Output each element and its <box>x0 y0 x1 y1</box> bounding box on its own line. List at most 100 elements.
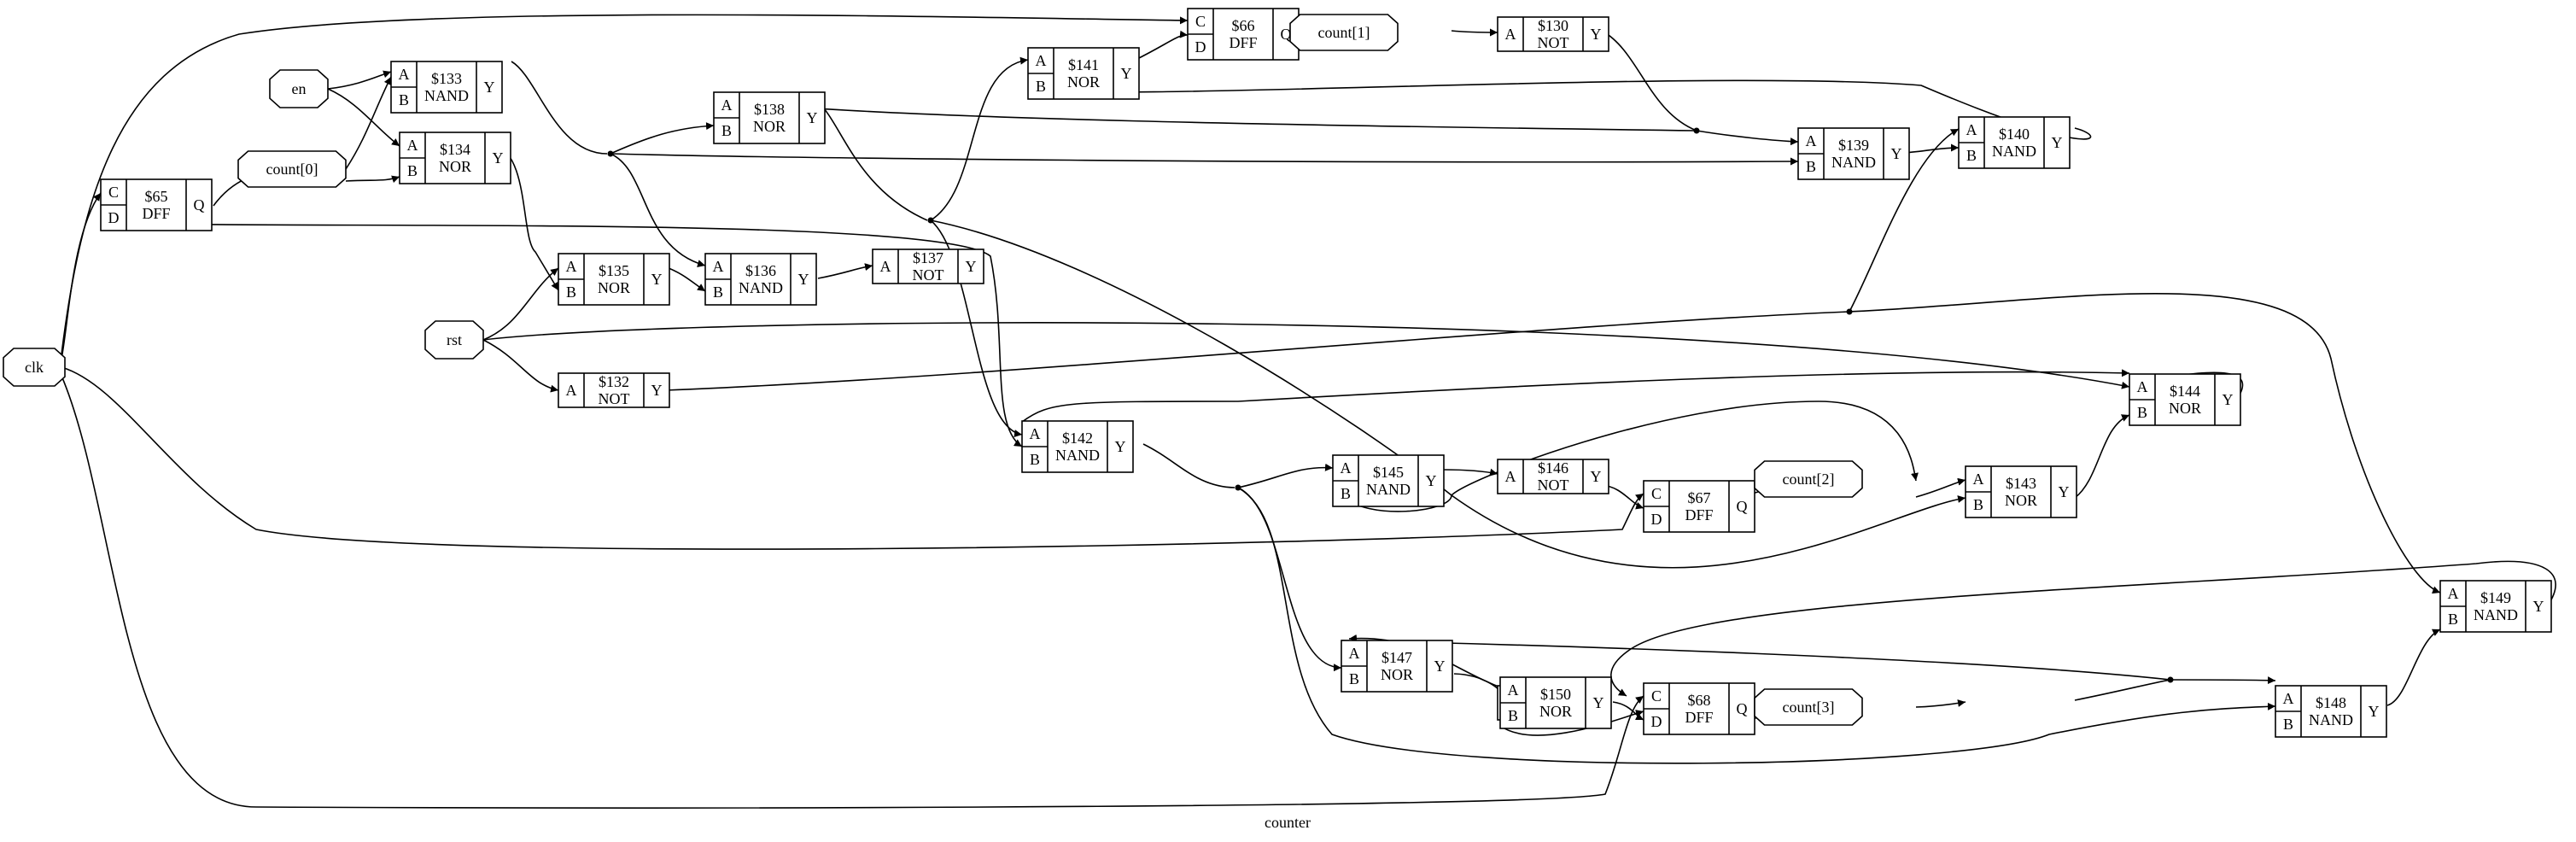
port-label: Y <box>1434 658 1446 675</box>
wire <box>1901 143 1960 154</box>
port-label: D <box>1651 713 1662 730</box>
wire <box>345 175 400 184</box>
port-label: B <box>1508 707 1518 724</box>
cell-name: $68 <box>1688 692 1711 709</box>
cell-type: NAND <box>2309 711 2353 728</box>
wire <box>1021 369 2130 423</box>
diagram-title: counter <box>1265 814 1311 831</box>
wire-junction <box>1846 308 1853 315</box>
port-label: Q <box>1737 498 1748 515</box>
wire <box>61 366 1644 550</box>
wire <box>1849 128 1960 313</box>
wire <box>1237 487 2276 764</box>
port-label: Y <box>966 258 977 275</box>
wire <box>1237 463 1334 488</box>
cell-name: $134 <box>440 141 470 158</box>
port-label: Y <box>1115 438 1126 455</box>
port-label: Y <box>2059 483 2070 500</box>
wire <box>1915 477 1966 498</box>
cell-type: NAND <box>1992 143 2036 160</box>
cell-name: $139 <box>1838 137 1869 154</box>
cell-name: $138 <box>754 101 785 118</box>
port-label: A <box>880 258 891 275</box>
cell-type: NAND <box>2474 606 2518 623</box>
cell-name: $67 <box>1688 489 1711 506</box>
port-label: C <box>1651 485 1662 502</box>
cell-name: $133 <box>431 70 462 87</box>
cell-type: NAND <box>739 279 783 296</box>
wire <box>1915 699 1966 708</box>
cell-type: DFF <box>1685 506 1713 523</box>
wire <box>610 153 1799 166</box>
wire <box>61 14 1189 355</box>
port-label: Q <box>1737 700 1748 717</box>
port-label: D <box>1651 511 1662 528</box>
cell-name: $65 <box>145 188 168 205</box>
cell-name: $66 <box>1232 17 1255 34</box>
cell-name: $132 <box>599 373 629 390</box>
cell-name: $141 <box>1068 56 1099 73</box>
cell-name: $136 <box>745 262 776 279</box>
cell-type: DFF <box>142 205 170 222</box>
wire <box>1451 28 1498 37</box>
terminal-label: count[2] <box>1783 471 1835 488</box>
port-label: B <box>713 284 723 301</box>
wire <box>713 96 1697 132</box>
cell-name: $147 <box>1381 649 1412 666</box>
wire-junction <box>607 150 614 157</box>
port-label: A <box>1036 52 1047 69</box>
wire <box>327 88 400 147</box>
cell-name: $145 <box>1373 464 1404 481</box>
terminal-clk: clk <box>3 348 66 387</box>
port-label: B <box>2137 404 2147 421</box>
port-label: Y <box>798 271 809 288</box>
port-label: A <box>1349 645 1360 662</box>
port-label: B <box>566 284 576 301</box>
port-label: A <box>1973 471 1984 488</box>
port-label: B <box>721 122 732 139</box>
port-label: B <box>407 162 418 179</box>
port-label: Y <box>1891 145 1902 162</box>
port-label: B <box>1341 485 1351 502</box>
wire <box>1612 701 1644 721</box>
wire <box>815 100 928 221</box>
port-label: C <box>108 184 119 201</box>
wire <box>1237 487 1342 672</box>
port-label: A <box>566 382 577 399</box>
port-label: Y <box>2052 134 2063 151</box>
wire <box>665 311 1850 391</box>
cell-type: NOR <box>1067 73 1100 91</box>
port-label: Y <box>2533 598 2544 615</box>
cell-name: $135 <box>599 262 629 279</box>
cell-type: NOT <box>1538 34 1569 51</box>
wire <box>482 339 559 393</box>
port-label: Y <box>484 79 495 96</box>
wire <box>2074 679 2171 701</box>
wire <box>930 56 1029 221</box>
terminal-label: count[3] <box>1783 699 1835 716</box>
cell-type: NOR <box>439 158 471 175</box>
wire <box>817 263 873 279</box>
cell-type: NOR <box>1539 703 1572 720</box>
wire <box>1341 401 1919 512</box>
port-label: D <box>1195 38 1206 56</box>
port-label: A <box>1508 681 1519 699</box>
cell-name: $137 <box>913 249 943 266</box>
wire <box>482 267 559 341</box>
cell-type: NOT <box>599 390 630 407</box>
cell-name: $142 <box>1062 430 1093 447</box>
port-label: A <box>713 258 724 275</box>
cell-name: $130 <box>1538 17 1568 34</box>
port-label: Y <box>493 149 504 167</box>
port-label: A <box>1806 132 1817 149</box>
wires <box>61 14 2556 809</box>
terminal-count2: count[2] <box>1754 460 1863 498</box>
